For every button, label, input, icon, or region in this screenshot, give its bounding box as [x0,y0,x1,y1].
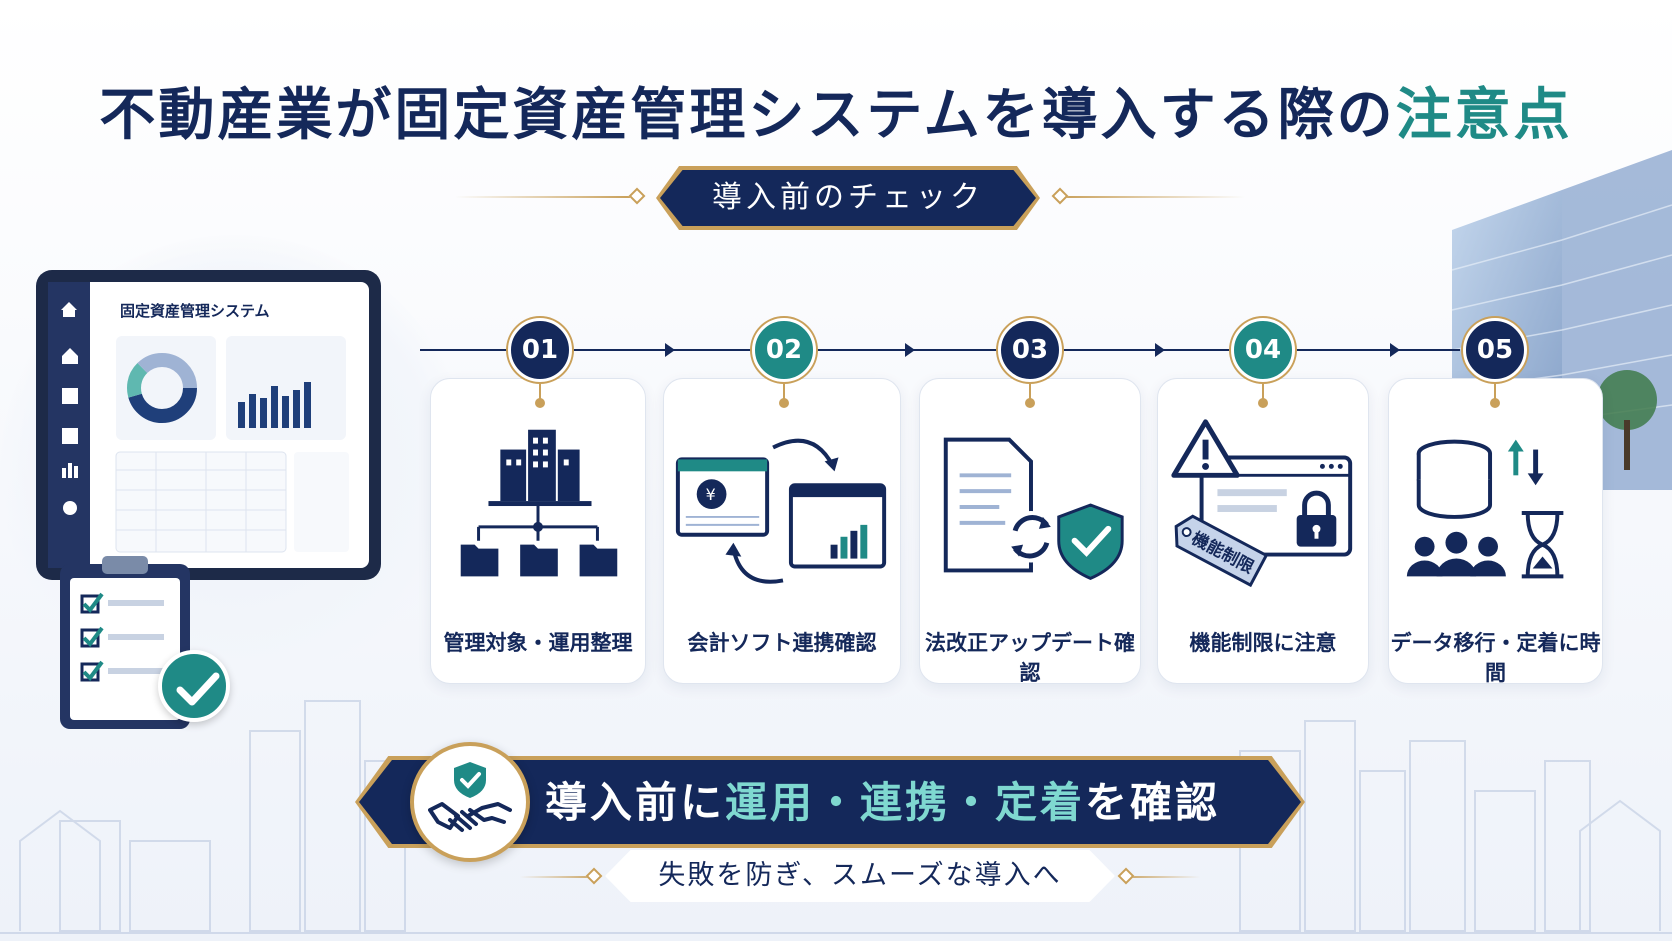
step-connector [1494,384,1496,400]
home-icon [61,302,77,317]
step-number-2: 02 [752,318,816,382]
timeline-arrow [1155,343,1165,357]
timeline-arrow [665,343,675,357]
checkmark-badge-icon [158,650,230,722]
step-card-2: ¥ 会計ソフト連携確認 [663,378,901,684]
step-connector [1029,384,1031,400]
document-update-shield-icon [943,437,1124,580]
step-card-4: 機能制限 機能制限に注意 [1157,378,1369,684]
step-label-5: データ移行・定着に時間 [1390,631,1601,685]
step-label-3: 法改正アップデート確認 [925,631,1135,685]
timeline-line [420,349,1460,351]
document-icon [62,388,78,404]
diamond-ornament-left [628,187,646,205]
step-connector-dot [1490,398,1500,408]
section-badge: 導入前のチェック [660,170,1036,226]
step-connector [1262,384,1264,400]
step-label-4: 機能制限に注意 [1189,631,1337,655]
badge-rule-left [455,196,630,198]
step-label-2: 会計ソフト連携確認 [687,631,877,655]
diamond-ornament-right [1051,187,1069,205]
step-connector-dot [779,398,789,408]
tablet-illustration: 固定資産管理システム [36,270,381,580]
step-number-5: 05 [1463,318,1527,382]
step-connector-dot [1258,398,1268,408]
database-transfer-icon [1406,439,1564,579]
summary-banner-text: 導入前に運用・連携・定着を確認 [545,778,1221,827]
tablet-screen-title: 固定資産管理システム [120,302,270,320]
step-label-1: 管理対象・運用整理 [443,631,633,655]
handshake-icon [428,762,512,832]
building-icon [62,348,78,364]
gear-icon [63,501,77,515]
title-accent: 注意点 [1395,82,1573,148]
step-connector [539,384,541,400]
clipboard-checklist-icon [60,556,190,729]
page-title: 不動産業が固定資産管理システムを導入する際の注意点 [99,82,1573,148]
accounting-sync-icon: ¥ [675,438,887,584]
tagline-rule-left [520,876,600,878]
svg-text:¥: ¥ [706,485,716,504]
list-icon [62,428,78,444]
step-number-4: 04 [1231,318,1295,382]
step-number-3: 03 [998,318,1062,382]
tagline: 失敗を防ぎ、スムーズな導入へ [658,860,1062,891]
building-hierarchy-icon [460,429,618,577]
step-connector-dot [1025,398,1035,408]
handshake-shield-emblem [410,742,530,862]
badge-rule-right [1060,196,1245,198]
summary-highlight: 運用・連携・定着 [725,778,1086,827]
tagline-box [605,850,1115,902]
step-number-1: 01 [508,318,572,382]
city-skyline-illustration [0,700,1672,934]
timeline-arrow [1390,343,1400,357]
timeline-arrow [905,343,915,357]
step-card-1: 管理対象・運用整理 [430,378,646,684]
step-card-5: データ移行・定着に時間 [1388,378,1603,685]
step-connector-dot [535,398,545,408]
tagline-rule-right [1120,876,1200,878]
step-card-3: 法改正アップデート確認 [919,378,1141,685]
warning-lock-tag-icon: 機能制限 [1171,419,1353,588]
step-connector [783,384,785,400]
